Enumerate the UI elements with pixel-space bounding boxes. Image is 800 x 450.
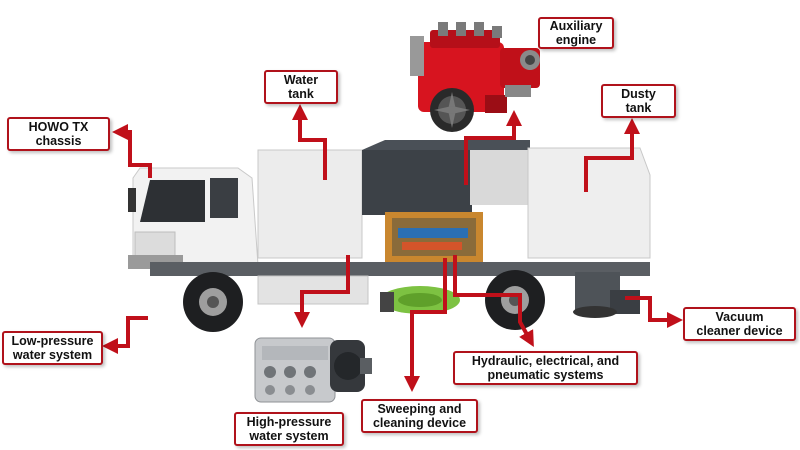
arrow-chassis	[112, 124, 152, 178]
water-pump-image	[254, 337, 372, 403]
arrow-hydraulic	[453, 255, 534, 347]
label-dusty-tank-line2: tank	[625, 101, 652, 115]
label-low-pressure-line2: water system	[12, 348, 93, 362]
label-water-tank-line2: tank	[288, 87, 314, 101]
label-vacuum: Vacuum cleaner device	[683, 307, 796, 341]
arrow-auxiliary-engine	[464, 110, 522, 185]
label-dusty-tank-line1: Dusty	[621, 87, 656, 101]
arrow-water-tank	[292, 104, 327, 180]
label-auxiliary-engine-line1: Auxiliary	[549, 19, 603, 33]
label-water-tank: Water tank	[264, 70, 338, 104]
label-chassis-line2: chassis	[35, 134, 82, 148]
label-vacuum-line1: Vacuum	[715, 310, 764, 324]
arrow-vacuum	[625, 296, 683, 328]
label-hydraulic-line1: Hydraulic, electrical, and	[471, 354, 620, 368]
label-dusty-tank: Dusty tank	[601, 84, 676, 118]
label-hydraulic: Hydraulic, electrical, and pneumatic sys…	[453, 351, 638, 385]
label-vacuum-line2: cleaner device	[696, 324, 783, 338]
label-sweeping-line1: Sweeping and	[377, 402, 462, 416]
arrow-low-pressure	[102, 316, 148, 354]
label-hydraulic-line2: pneumatic systems	[487, 368, 604, 382]
arrow-sweeping	[404, 258, 447, 392]
label-auxiliary-engine-line2: engine	[555, 33, 597, 47]
label-high-pressure: High-pressure water system	[234, 412, 344, 446]
label-chassis: HOWO TX chassis	[7, 117, 110, 151]
label-low-pressure: Low-pressure water system	[2, 331, 103, 365]
engine-image	[410, 22, 540, 132]
arrows	[102, 104, 683, 392]
label-chassis-line1: HOWO TX	[28, 120, 89, 134]
label-sweeping-line2: cleaning device	[372, 416, 467, 430]
label-auxiliary-engine: Auxiliary engine	[538, 17, 614, 49]
label-high-pressure-line1: High-pressure	[246, 415, 332, 429]
label-high-pressure-line2: water system	[249, 429, 329, 443]
label-sweeping: Sweeping and cleaning device	[361, 399, 478, 433]
sweeper-truck-image	[128, 140, 651, 332]
label-water-tank-line1: Water	[283, 73, 319, 87]
arrow-high-pressure	[294, 255, 350, 328]
arrow-dusty-tank	[584, 118, 640, 192]
label-low-pressure-line1: Low-pressure	[11, 334, 94, 348]
